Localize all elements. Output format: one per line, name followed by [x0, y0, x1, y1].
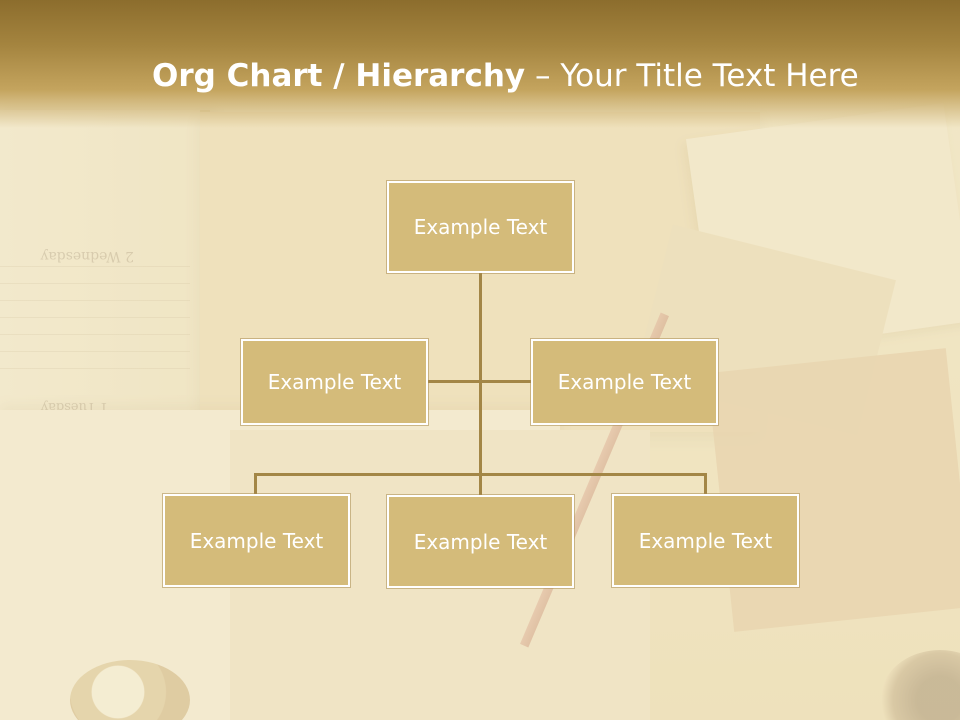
org-node-assistant-right[interactable]: Example Text — [531, 339, 718, 425]
background-planner-lines — [0, 250, 190, 370]
slide-title-bold: Org Chart / Hierarchy — [152, 58, 526, 94]
title-band — [0, 0, 960, 128]
connector-assistant-bar — [428, 380, 531, 383]
org-node-child-center[interactable]: Example Text — [387, 495, 574, 588]
org-node-root[interactable]: Example Text — [387, 181, 574, 273]
slide-title: Org Chart / Hierarchy – Your Title Text … — [152, 52, 932, 102]
connector-child-drop — [254, 473, 257, 494]
org-node-label: Example Text — [413, 529, 548, 554]
org-node-assistant-left[interactable]: Example Text — [241, 339, 428, 425]
org-node-child-left[interactable]: Example Text — [163, 494, 350, 587]
org-node-child-right[interactable]: Example Text — [612, 494, 799, 587]
slide-title-separator: – — [525, 58, 561, 94]
background-flower — [70, 660, 190, 720]
slide-title-rest: Your Title Text Here — [560, 58, 859, 94]
connector-trunk — [479, 273, 482, 495]
org-node-label: Example Text — [557, 370, 692, 394]
org-node-label: Example Text — [638, 528, 773, 553]
org-node-label: Example Text — [189, 528, 324, 553]
connector-child-drop — [704, 473, 707, 494]
org-node-label: Example Text — [413, 215, 548, 239]
org-node-label: Example Text — [267, 370, 402, 394]
connector-children-bar — [254, 473, 707, 476]
